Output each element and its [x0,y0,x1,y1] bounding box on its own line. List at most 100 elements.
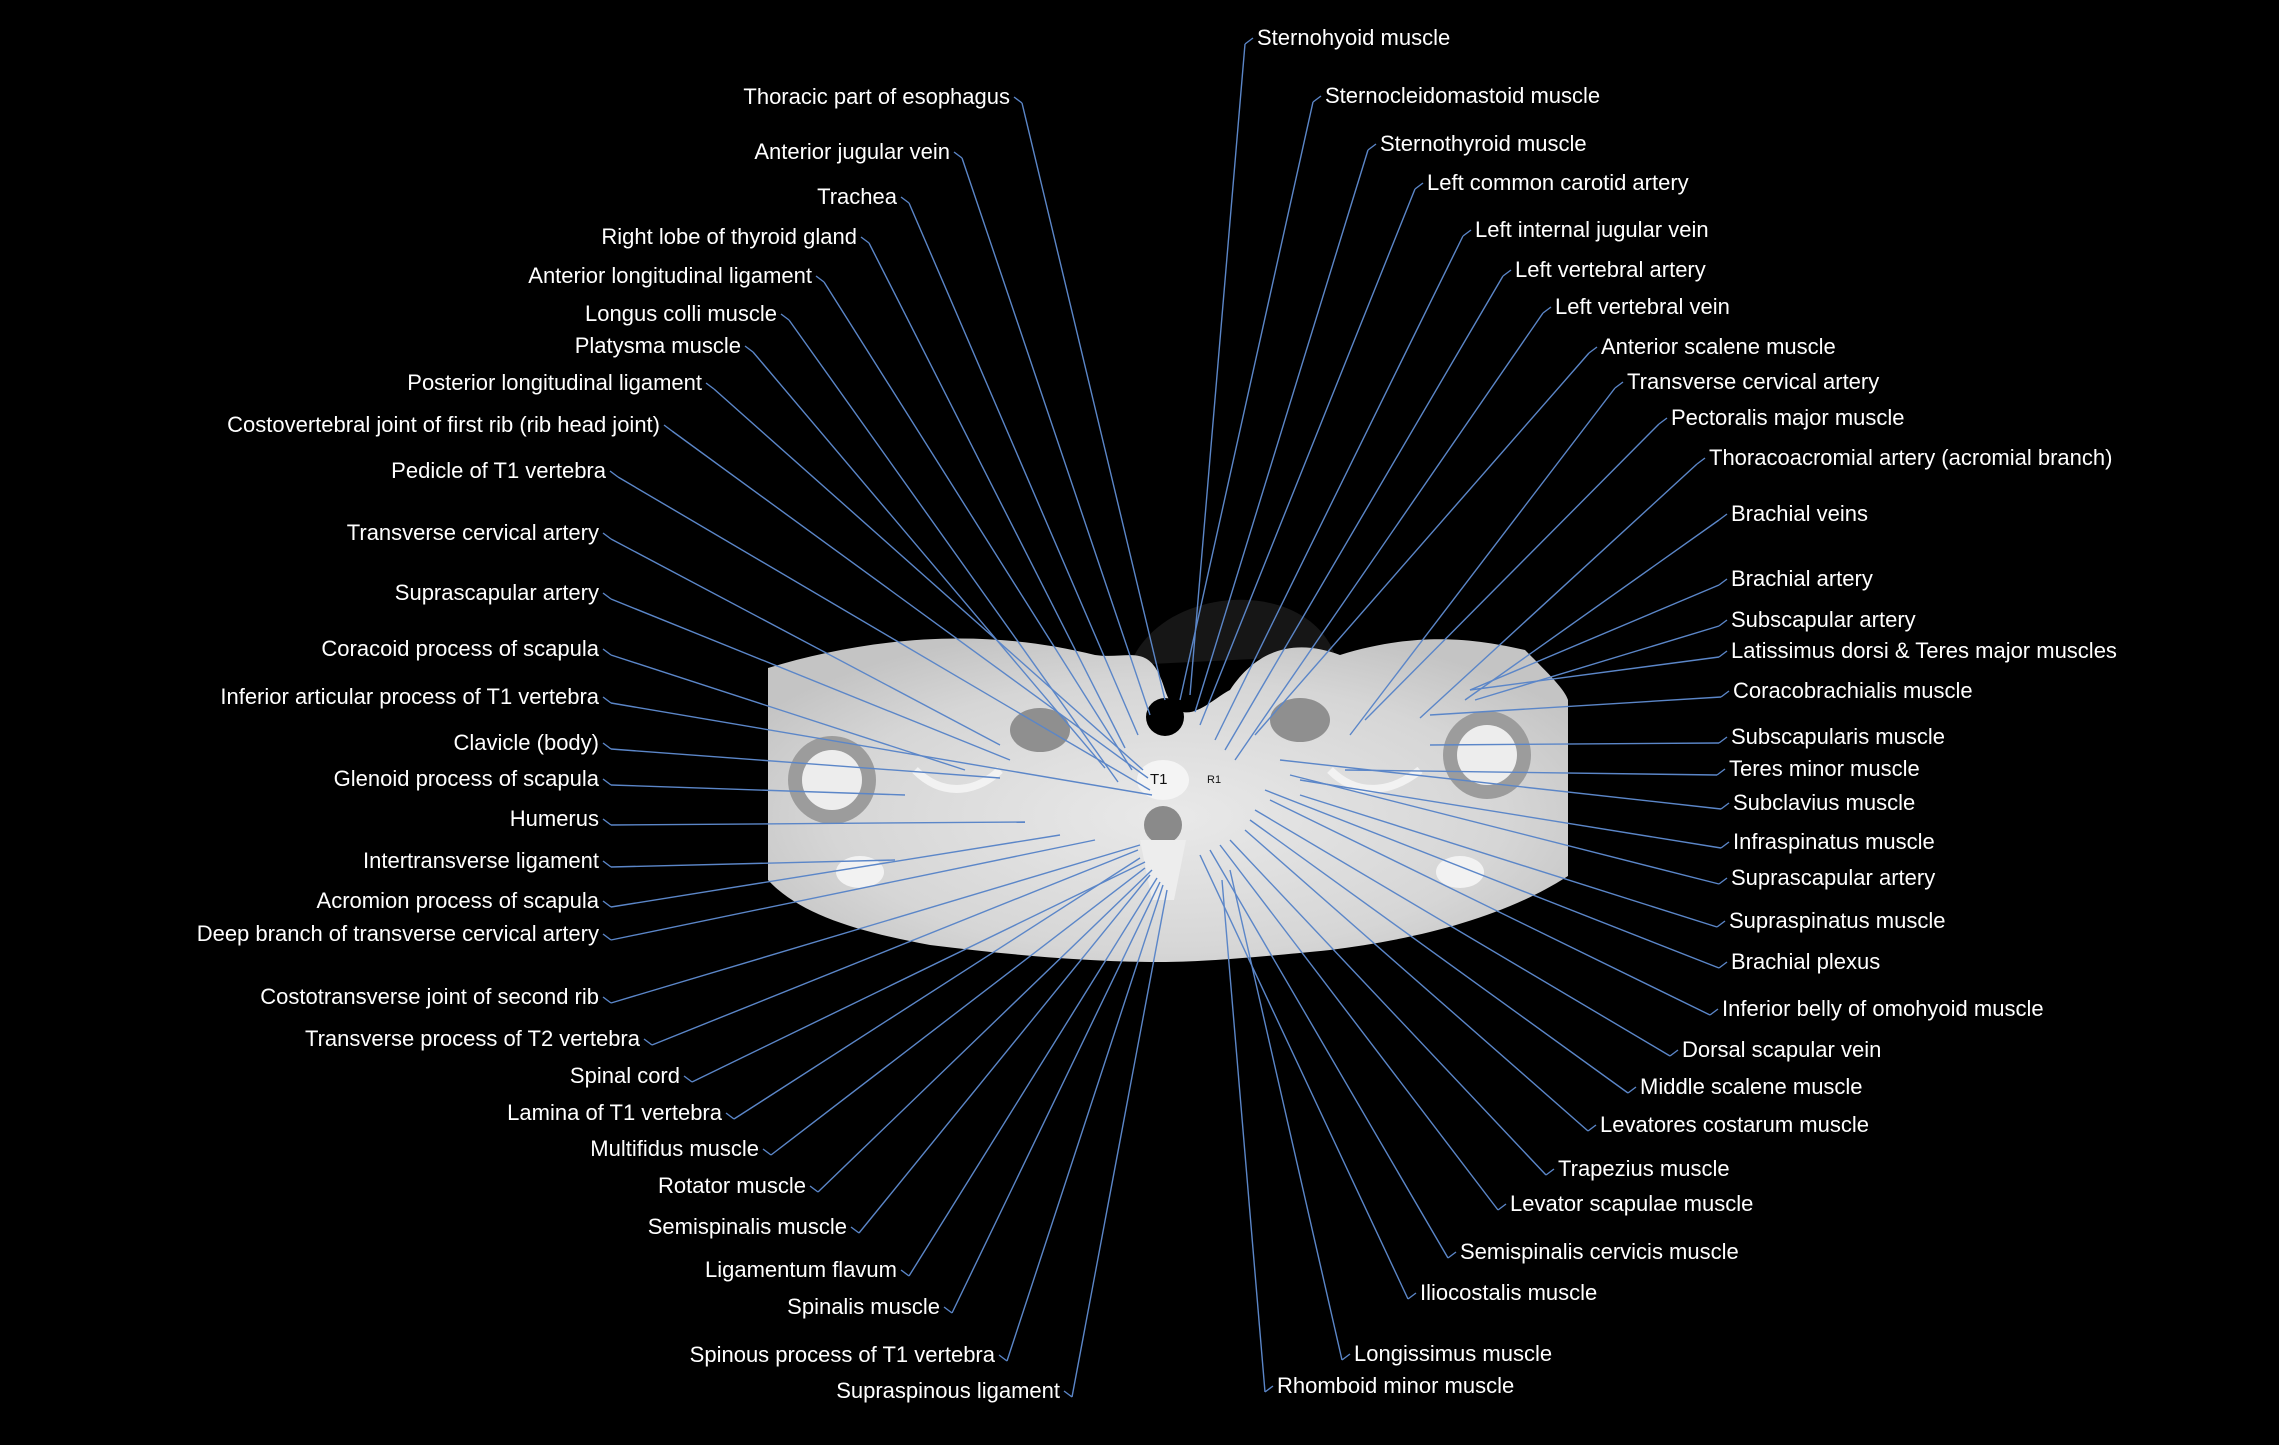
leader-line [1179,101,1314,701]
leader-line [1720,802,1730,810]
leader-line [609,470,619,478]
leader-line [1718,578,1728,586]
leader-line [953,151,963,159]
label-spinalis-muscle: Spinalis muscle [787,1294,940,1319]
label-infraspinatus-muscle: Infraspinatus muscle [1733,829,1935,854]
leader-line [1312,95,1322,103]
leader-line [1502,269,1512,277]
leader-line [1709,1008,1719,1016]
leader-line [1542,306,1552,314]
leader-line [610,784,906,796]
label-inferior-belly-of-omohyoid-muscle: Inferior belly of omohyoid muscle [1722,996,2044,1021]
leader-line [1718,619,1728,627]
leader-line [900,1269,910,1277]
label-trachea: Trachea [817,184,897,209]
leader-line [602,818,612,826]
leader-line [1349,387,1616,736]
label-deep-branch-of-transverse-cervical-artery: Deep branch of transverse cervical arter… [196,921,599,946]
leader-line [602,592,612,600]
leader-line [1219,844,1499,1211]
leader-line [1224,275,1504,751]
label-spinous-process-of-t1-vertebra: Spinous process of T1 vertebra [689,1342,995,1367]
leader-line [1469,584,1720,691]
leader-line [1429,742,1720,746]
leader-line [1254,809,1671,1057]
leader-line [817,869,1153,1193]
leader-line [1063,1390,1073,1398]
label-coracobrachialis-muscle: Coracobrachialis muscle [1733,678,1973,703]
leader-line [602,778,612,786]
leader-line [1720,690,1730,698]
leader-line [602,742,612,750]
leader-line [610,859,896,868]
label-sternocleidomastoid-muscle: Sternocleidomastoid muscle [1325,83,1601,108]
label-anterior-scalene-muscle: Anterior scalene muscle [1601,334,1836,359]
leader-line [961,157,1151,716]
label-ligamentum-flavum: Ligamentum flavum [705,1257,897,1282]
label-teres-minor-muscle: Teres minor muscle [1729,756,1920,781]
leader-line [770,867,1146,1156]
label-semispinalis-muscle: Semispinalis muscle [647,1214,847,1239]
label-rotator-muscle: Rotator muscle [658,1173,806,1198]
label-thoracoacromial-artery: Thoracoacromial artery (acromial branch) [1709,445,2113,470]
leader-line [651,849,1139,1046]
leader-line [762,1148,772,1156]
leader-line [733,857,1141,1120]
leader-line [1341,1353,1351,1361]
label-supraspinatus-muscle: Supraspinatus muscle [1729,908,1946,933]
leader-line [1429,696,1722,716]
leader-line [1718,513,1728,521]
label-subscapular-artery: Subscapular artery [1731,607,1916,632]
leader-line [1718,736,1728,744]
leader-line [705,382,715,390]
label-subscapularis-muscle: Subscapularis muscle [1731,724,1945,749]
leader-line [1364,423,1660,721]
leader-line [617,476,1151,791]
label-transverse-cervical-artery: Transverse cervical artery [346,520,599,545]
leader-line [1229,839,1547,1176]
leader-line [908,877,1158,1277]
vertebra-marker-t1: T1 [1150,771,1168,788]
leader-line [1221,879,1266,1393]
label-longissimus-muscle: Longissimus muscle [1354,1341,1553,1366]
leader-line [610,844,1141,1004]
leader-line [752,351,1106,769]
label-transverse-process-of-t2-vertebra: Transverse process of T2 vertebra [304,1026,640,1051]
leader-line [1462,229,1472,237]
leader-line [610,538,1001,746]
leader-line [1696,457,1706,465]
label-thoracic-part-of-esophagus: Thoracic part of esophagus [743,84,1010,109]
leader-line [1658,417,1668,425]
leader-line [602,860,612,868]
label-pedicle-of-t1-vertebra: Pedicle of T1 vertebra [391,458,606,483]
leader-line [1497,1203,1507,1211]
leader-line [1229,869,1343,1361]
label-platysma-muscle: Platysma muscle [574,333,741,358]
label-sternohyoid-muscle: Sternohyoid muscle [1257,25,1451,50]
label-levator-scapulae-muscle: Levator scapulae muscle [1510,1191,1754,1216]
leader-line [1299,779,1722,849]
leader-line [780,313,790,321]
label-left-vertebral-artery: Left vertebral artery [1515,257,1706,282]
leader-line [610,821,1026,826]
leader-line [951,881,1161,1314]
leader-line [1588,346,1598,354]
label-intertransverse-ligament: Intertransverse ligament [363,848,599,873]
label-humerus: Humerus [509,806,599,831]
label-brachial-plexus: Brachial plexus [1731,949,1881,974]
leader-line [1254,352,1590,736]
leader-line [610,598,1011,761]
leader-line [1447,1251,1457,1259]
label-left-common-carotid-artery: Left common carotid artery [1427,170,1689,195]
leader-line [1021,102,1166,701]
leader-line [1716,768,1726,776]
leader-line [1407,1292,1417,1300]
leader-line [1474,625,1720,701]
leader-line [823,281,1133,771]
leader-line [1244,37,1254,45]
leader-lines [602,37,1730,1398]
leader-line [1279,759,1722,810]
label-levatores-costarum-muscle: Levatores costarum muscle [1600,1112,1869,1137]
leader-line [1071,889,1168,1398]
